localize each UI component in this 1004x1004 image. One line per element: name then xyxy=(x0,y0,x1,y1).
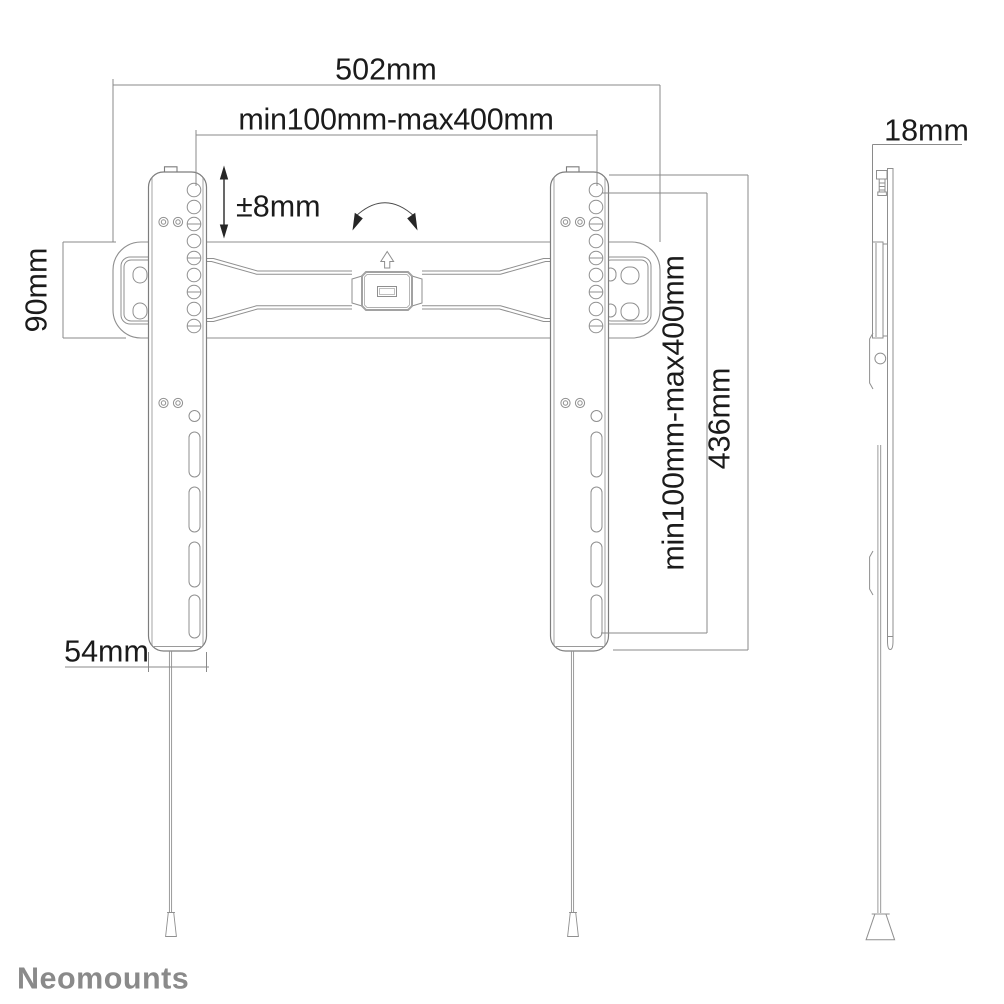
dim-height-adjustment-label: ±8mm xyxy=(236,190,321,224)
plus-minus-arrow-icon xyxy=(219,165,229,239)
side-wall-plate xyxy=(872,241,888,339)
dim-arm-width-lines xyxy=(65,652,209,672)
dim-total-width-lines xyxy=(112,79,661,242)
side-top-clip xyxy=(869,332,887,390)
dim-vesa-width-label: min100mm-max400mm xyxy=(238,103,553,137)
dimension-lines xyxy=(62,79,962,672)
side-cord xyxy=(865,445,896,941)
center-level-block xyxy=(351,271,423,311)
left-vesa-arm xyxy=(147,166,208,938)
spirit-level-window xyxy=(377,286,397,297)
brand-logo: Neomounts xyxy=(17,962,189,996)
side-bottom-clip xyxy=(869,550,874,596)
up-arrow-icon xyxy=(379,250,395,269)
side-hook-screw xyxy=(876,170,888,196)
dim-vesa-width-lines xyxy=(195,130,598,186)
right-vesa-arm xyxy=(549,166,610,938)
dim-total-width-label: 502mm xyxy=(335,53,437,87)
dim-plate-height-label: 90mm xyxy=(20,248,54,333)
side-bracket-strip xyxy=(887,168,894,651)
side-view xyxy=(865,168,896,941)
dim-depth-lines xyxy=(872,144,962,242)
front-view xyxy=(112,166,661,938)
dimension-labels: 502mm min100mm-max400mm ±8mm 18mm 90mm 5… xyxy=(20,53,969,669)
dim-bracket-height-lines xyxy=(609,174,749,651)
dim-arm-width-label: 54mm xyxy=(64,635,149,669)
tilt-arc-arrow-icon xyxy=(352,202,418,231)
plate-straps xyxy=(206,258,551,322)
dim-vesa-height-lines xyxy=(601,192,708,634)
dim-plate-height-lines xyxy=(62,241,126,339)
dim-bracket-height-label: 436mm xyxy=(703,368,737,470)
dim-depth-label: 18mm xyxy=(884,114,969,148)
dim-vesa-height-label: min100mm-max400mm xyxy=(657,255,691,570)
